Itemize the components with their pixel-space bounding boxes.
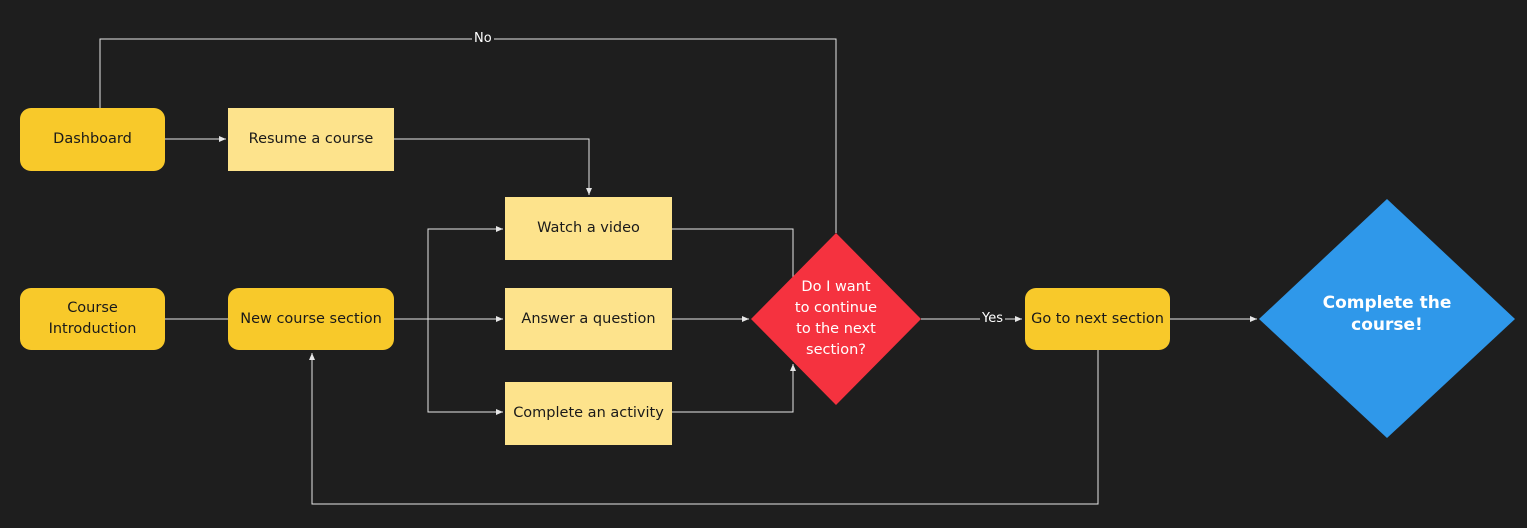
complete-course-label: Complete the course! [1322,293,1452,335]
go-to-next-section-node[interactable]: Go to next section [1025,288,1170,350]
complete-diamond [1259,199,1515,438]
dashboard-node[interactable]: Dashboard [20,108,165,171]
no-edge-label: No [472,31,494,47]
watch-video-label: Watch a video [537,220,640,236]
connector-no-loop [99,38,837,233]
go-to-next-section-label: Go to next section [1031,310,1164,327]
connector-branch-video [427,226,503,319]
yes-edge-label: Yes [980,311,1005,327]
complete-activity-node[interactable]: Complete an activity [505,382,672,445]
connector-video-decision [672,228,794,277]
connector-branch-activity [427,319,503,415]
watch-video-node[interactable]: Watch a video [505,197,672,260]
connector-resume-video [394,138,592,195]
new-course-section-node[interactable]: New course section [228,288,394,350]
decision-label: Do I want to continue to the next sectio… [794,279,878,358]
resume-course-label: Resume a course [248,131,374,147]
answer-question-node[interactable]: Answer a question [505,288,672,350]
course-introduction-node[interactable]: Course Introduction [20,288,165,350]
connector-next-loop-back [309,350,1099,505]
complete-label-box: Complete the course! [1297,284,1477,344]
course-introduction-label: Course Introduction [48,300,137,337]
answer-question-label: Answer a question [521,310,656,327]
connector-activity-decision [672,364,796,413]
resume-course-node[interactable]: Resume a course [228,108,394,171]
decision-diamond [751,233,921,405]
new-course-section-label: New course section [240,310,382,327]
complete-activity-label: Complete an activity [513,405,664,421]
dashboard-label: Dashboard [53,131,132,147]
decision-label-box: Do I want to continue to the next sectio… [781,269,891,369]
